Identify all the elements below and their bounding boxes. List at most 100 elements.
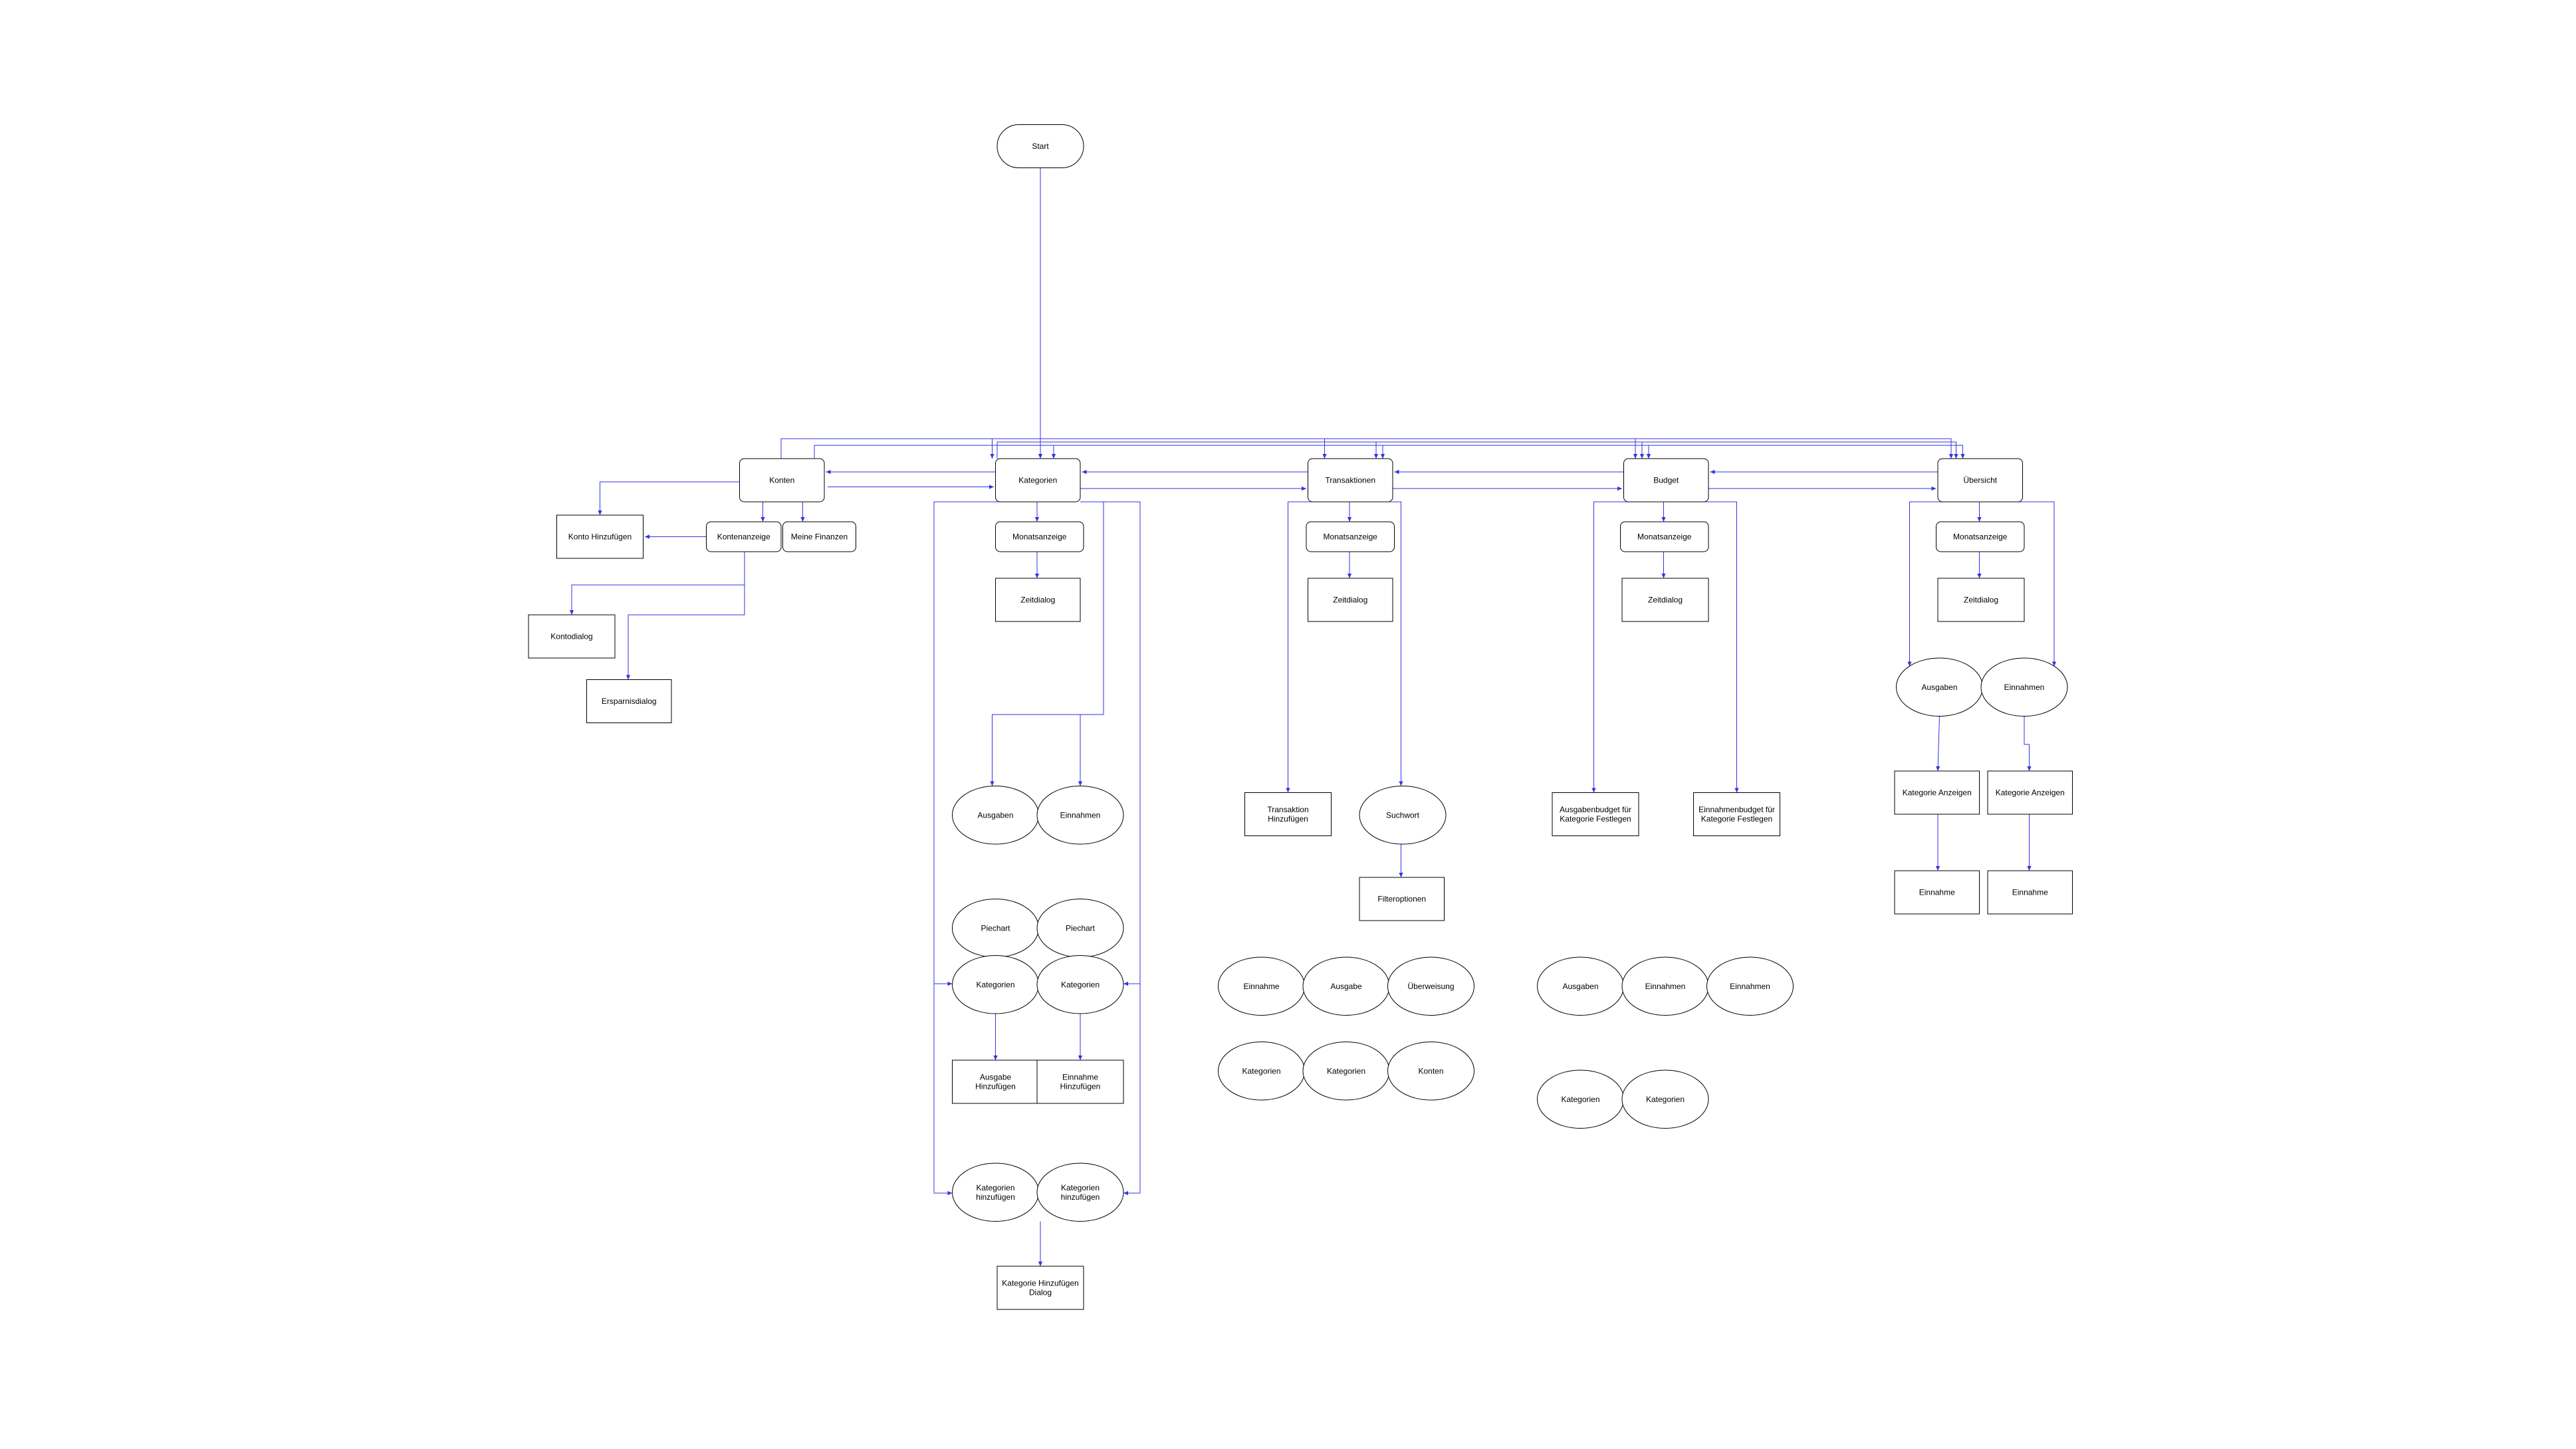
- connector-arrow-30: [990, 714, 1104, 786]
- node-kat-ausgaben-label: Ausgaben: [977, 810, 1013, 820]
- node-konten-shape: [739, 458, 825, 502]
- node-kontenanzeige: Kontenanzeige: [706, 521, 782, 552]
- node-budget-label: Budget: [1653, 476, 1679, 485]
- node-transaktionen-label: Transaktionen: [1325, 476, 1375, 485]
- node-ue-einnahme-1: Einnahme: [1894, 870, 1980, 915]
- node-kategorien-label: Kategorien: [1018, 476, 1057, 485]
- node-kat-piechart-2: Piechart: [1036, 899, 1124, 958]
- connector-arrow-51: [1936, 716, 1940, 772]
- connector-arrow-8: [1642, 441, 1958, 459]
- node-kat-piechart-1: Piechart: [952, 899, 1039, 958]
- node-ue-einnahme-2: Einnahme: [1987, 870, 2073, 915]
- node-bu-kategorien-2-shape: [1621, 1069, 1709, 1129]
- node-start: Start: [996, 124, 1084, 168]
- node-kontodialog-shape: [528, 614, 616, 659]
- node-konten-label: Konten: [769, 476, 794, 485]
- node-tr-kategorien-2: Kategorien: [1302, 1042, 1390, 1101]
- node-tr-ueberweisung-label: Überweisung: [1407, 982, 1454, 991]
- node-bu-zeitdialog-shape: [1621, 578, 1709, 622]
- node-start-label: Start: [1032, 142, 1049, 151]
- node-tr-konten-shape: [1387, 1042, 1474, 1101]
- node-bu-monatsanzeige-shape: [1620, 521, 1709, 552]
- node-einnahmenbudget-label-1: Einnahmenbudget für: [1698, 805, 1775, 814]
- node-ausgabenbudget-shape: [1552, 792, 1639, 836]
- node-kat-monatsanzeige-label: Monatsanzeige: [1012, 532, 1067, 542]
- node-kategorien-hinzufuegen-2-label-1: Kategorien: [1061, 1183, 1100, 1192]
- node-meine-finanzen-label: Meine Finanzen: [791, 532, 848, 542]
- connector-arrow-12: [1649, 445, 1965, 459]
- connector-arrow-34: [1123, 984, 1141, 1196]
- node-einnahme-hinzufuegen-label-1: Einnahme: [1062, 1073, 1098, 1082]
- node-ausgabe-hinzufuegen-shape: [952, 1059, 1039, 1104]
- node-transaktionen-shape: [1308, 458, 1393, 502]
- node-bu-einnahmen-1-label: Einnahmen: [1645, 982, 1686, 991]
- node-ue-zeitdialog-label: Zeitdialog: [1964, 596, 1998, 605]
- node-uebersicht-label: Übersicht: [1963, 476, 1997, 485]
- node-kat-piechart-1-label: Piechart: [981, 923, 1010, 933]
- node-ersparnisdialog-label: Ersparnisdialog: [602, 697, 657, 706]
- node-tr-monatsanzeige-shape: [1306, 521, 1395, 552]
- node-bu-ausgaben: Ausgaben: [1537, 956, 1624, 1016]
- node-kategorien-hinzufuegen-2-label-2: hinzufügen: [1061, 1192, 1100, 1202]
- connector-layer: [569, 167, 2057, 1266]
- node-kontodialog: Kontodialog: [528, 614, 616, 659]
- node-kategorien-hinzufuegen-1-label-1: Kategorien: [976, 1183, 1014, 1192]
- node-kat-monatsanzeige-shape: [995, 521, 1084, 552]
- node-tr-konten-label: Konten: [1418, 1066, 1443, 1075]
- node-ue-kategorie-anzeigen-1-shape: [1894, 770, 1980, 815]
- node-kat-zeitdialog-shape: [995, 578, 1081, 622]
- node-ue-monatsanzeige-label: Monatsanzeige: [1953, 532, 2008, 542]
- node-bu-monatsanzeige: Monatsanzeige: [1620, 521, 1709, 552]
- node-start-shape: [996, 124, 1084, 168]
- connector-arrow-10: [1054, 445, 1385, 459]
- node-ausgabe-hinzufuegen-label-1: Ausgabe: [980, 1073, 1012, 1082]
- node-tr-ausgabe: Ausgabe: [1302, 956, 1390, 1016]
- node-bu-zeitdialog: Zeitdialog: [1621, 578, 1709, 622]
- node-ausgabenbudget-label-2: Kategorie Festlegen: [1560, 814, 1631, 824]
- node-filteroptionen-label: Filteroptionen: [1377, 895, 1426, 904]
- node-kategorien-hinzufuegen-1-label-2: hinzufügen: [976, 1192, 1015, 1202]
- node-ue-kategorie-anzeigen-1-label: Kategorie Anzeigen: [1903, 788, 1972, 798]
- node-kategorien-shape: [995, 458, 1081, 502]
- connector-arrow-25: [569, 552, 745, 615]
- node-kontenanzeige-shape: [706, 521, 782, 552]
- node-einnahme-hinzufuegen-shape: [1036, 1059, 1124, 1104]
- node-einnahme-hinzufuegen-label-2: Hinzufügen: [1060, 1082, 1101, 1091]
- connector-arrow-21: [598, 481, 740, 515]
- node-suchwort-label: Suchwort: [1386, 810, 1420, 820]
- connector-arrow-49: [1907, 501, 1953, 667]
- connector-arrow-7: [1373, 441, 1645, 459]
- node-bu-kategorien-1: Kategorien: [1537, 1069, 1624, 1129]
- node-bu-einnahmen-1: Einnahmen: [1621, 956, 1709, 1016]
- node-tr-kategorien-1: Kategorien: [1218, 1042, 1305, 1101]
- node-kategorien-hinzufuegen-2-shape: [1036, 1163, 1124, 1222]
- node-ue-monatsanzeige-shape: [1936, 521, 2025, 552]
- node-kat-piechart-2-label: Piechart: [1066, 923, 1096, 933]
- node-kategorie-hinzufuegen-dialog-label-2: Dialog: [1029, 1288, 1052, 1297]
- node-kat-monatsanzeige: Monatsanzeige: [995, 521, 1084, 552]
- node-ue-kategorie-anzeigen-2-shape: [1987, 770, 2073, 815]
- node-kat-einnahmen-label: Einnahmen: [1060, 810, 1101, 820]
- node-ue-einnahme-2-shape: [1987, 870, 2073, 915]
- connector-arrow-46: [1692, 501, 1739, 793]
- node-kategorien: Kategorien: [995, 458, 1081, 502]
- connector-arrow-26: [626, 585, 745, 680]
- node-kat-kategorien-1: Kategorien: [952, 955, 1039, 1014]
- node-konto-hinzufuegen: Konto Hinzufügen: [556, 514, 644, 559]
- node-meine-finanzen-shape: [782, 521, 856, 552]
- node-tr-kategorien-2-label: Kategorien: [1327, 1066, 1365, 1075]
- node-kat-zeitdialog: Zeitdialog: [995, 578, 1081, 622]
- node-ue-einnahmen: Einnahmen: [1980, 657, 2068, 717]
- node-ue-zeitdialog: Zeitdialog: [1937, 578, 2025, 622]
- node-bu-kategorien-2-label: Kategorien: [1646, 1095, 1685, 1104]
- node-bu-kategorien-1-label: Kategorien: [1561, 1095, 1599, 1104]
- node-ue-kategorie-anzeigen-2-label: Kategorie Anzeigen: [1996, 788, 2065, 798]
